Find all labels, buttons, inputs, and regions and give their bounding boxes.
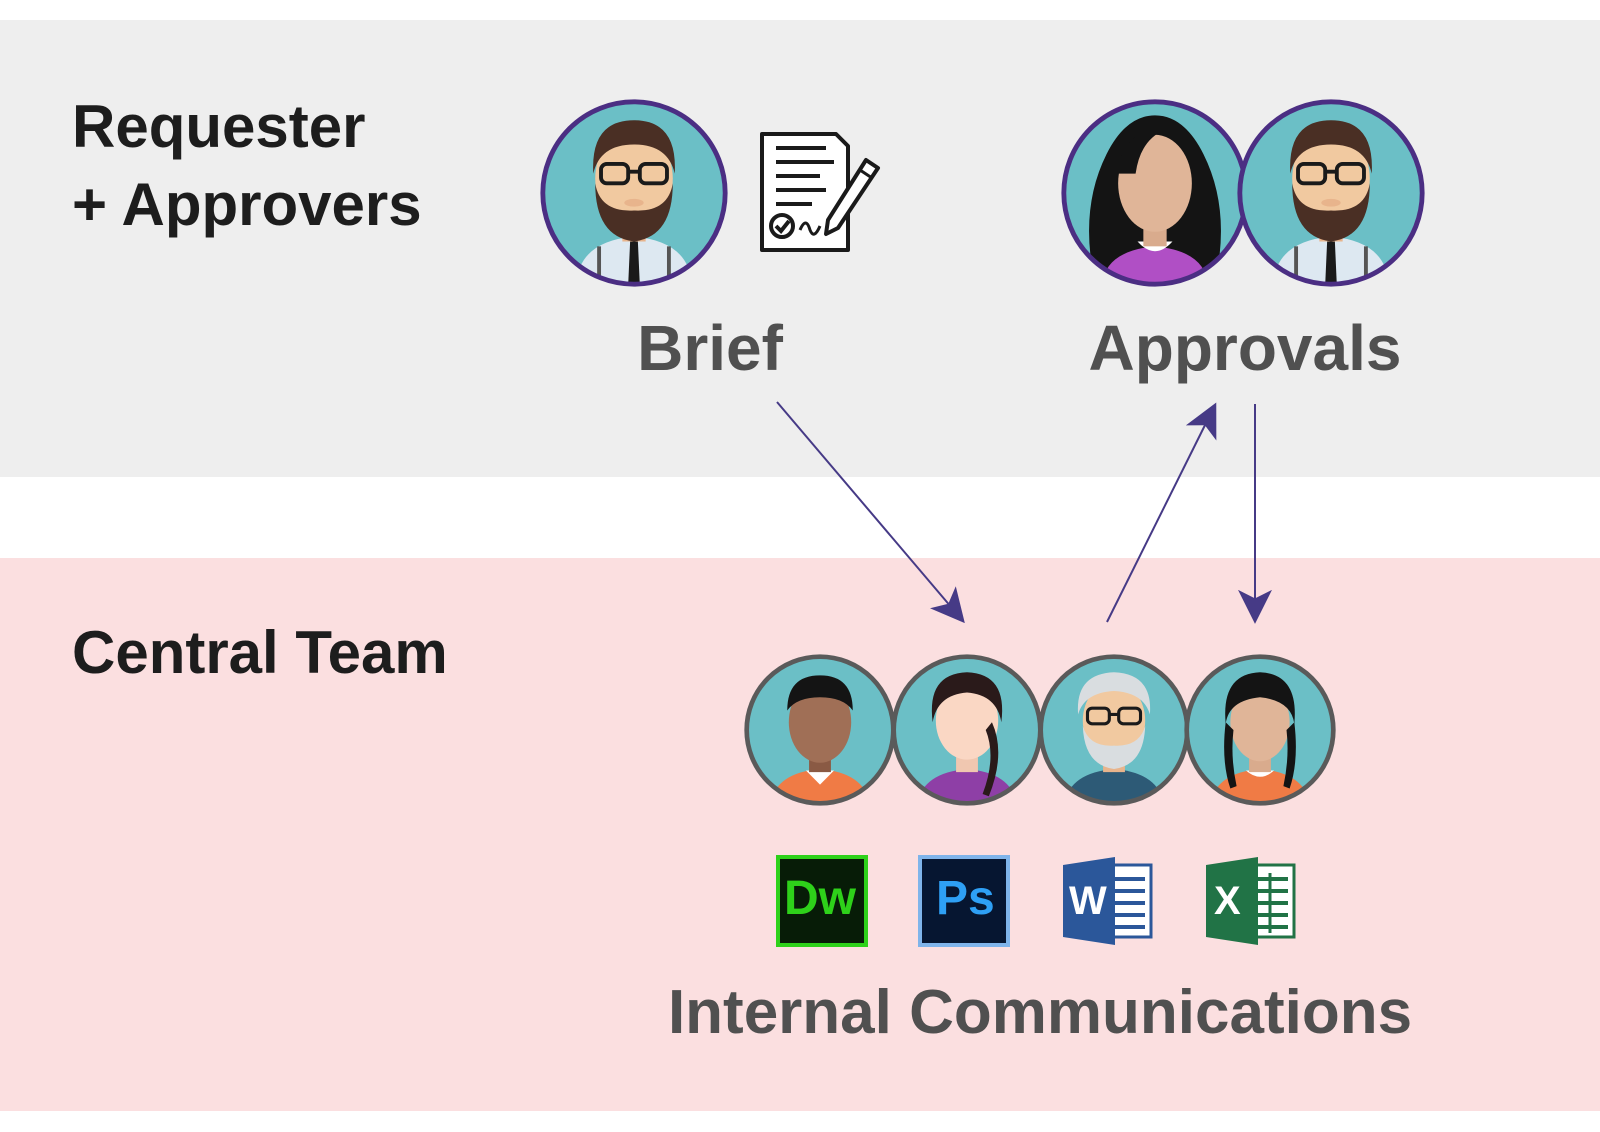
dreamweaver-icon: Dw — [776, 855, 868, 947]
central-team-label: Central Team — [72, 619, 448, 686]
excel-icon-label: X — [1214, 879, 1241, 923]
internal-communications-label: Internal Communications — [667, 978, 1413, 1047]
central-team-lane — [0, 558, 1600, 1111]
approvals-label: Approvals — [1088, 312, 1402, 384]
requester-label-line1: Requester — [72, 93, 366, 160]
requester-label-line2: + Approvers — [72, 171, 422, 238]
team-member-1-avatar — [742, 652, 898, 808]
approver-woman-avatar — [1058, 96, 1252, 290]
approver-man-avatar — [1234, 96, 1428, 290]
photoshop-icon-label: Ps — [936, 872, 995, 925]
requester-approvers-label: Requester + Approvers — [72, 88, 422, 244]
brief-to-team-arrow — [776, 401, 965, 624]
dreamweaver-icon-label: Dw — [784, 872, 856, 925]
brief-label: Brief — [637, 312, 783, 384]
signed-document-icon — [756, 130, 886, 260]
team-to-approvals-arrow — [1106, 402, 1217, 623]
team-member-4-avatar — [1182, 652, 1338, 808]
word-icon: W — [1061, 855, 1153, 947]
word-icon-label: W — [1069, 879, 1107, 923]
team-member-3-avatar — [1036, 652, 1192, 808]
team-member-2-avatar — [889, 652, 1045, 808]
excel-icon: X — [1204, 855, 1296, 947]
requester-avatar — [537, 96, 731, 290]
photoshop-icon: Ps — [918, 855, 1010, 947]
